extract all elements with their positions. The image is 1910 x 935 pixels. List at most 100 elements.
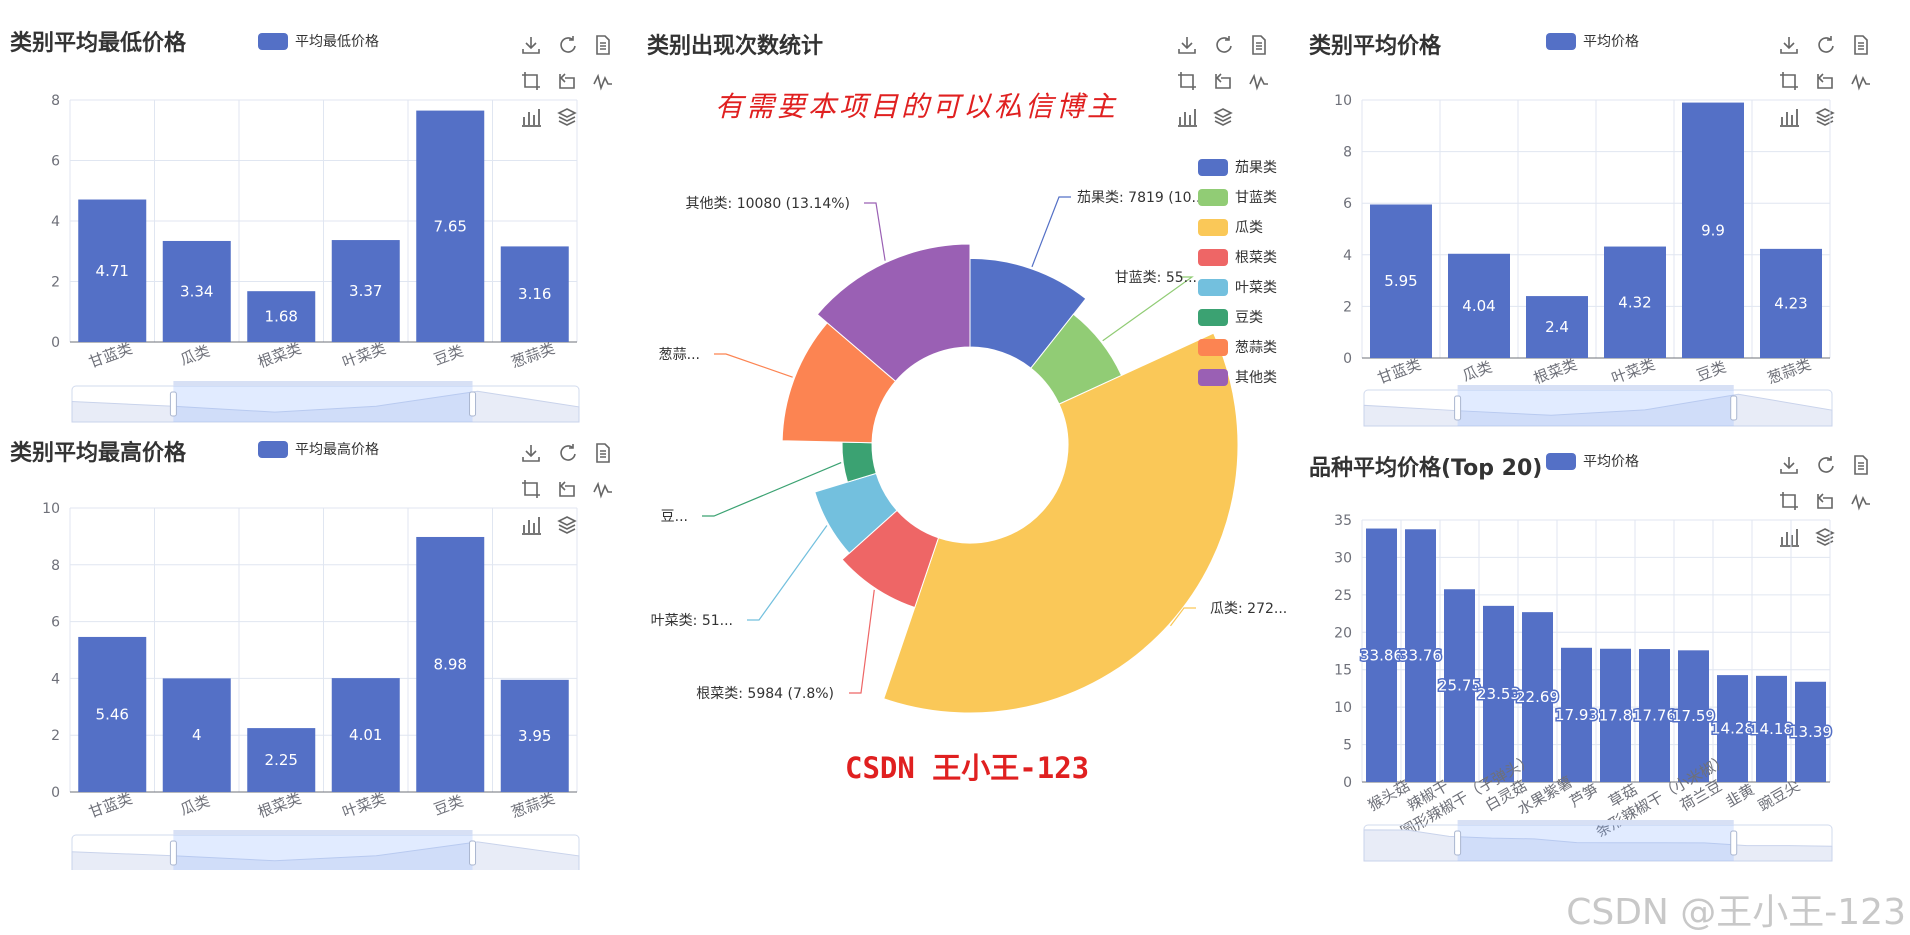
download-icon[interactable] bbox=[519, 33, 543, 57]
line-chart-icon[interactable] bbox=[1849, 69, 1873, 93]
datazoom-window[interactable] bbox=[173, 386, 473, 422]
stack-icon[interactable] bbox=[555, 513, 579, 537]
datazoom-handle[interactable] bbox=[1730, 395, 1738, 421]
zoom-reset-icon[interactable] bbox=[555, 477, 579, 501]
stack-icon[interactable] bbox=[555, 105, 579, 129]
bar[interactable] bbox=[1756, 675, 1787, 782]
bar[interactable] bbox=[1405, 529, 1436, 782]
bar[interactable] bbox=[162, 678, 231, 792]
data-zoom-icon[interactable] bbox=[519, 477, 543, 501]
bar[interactable] bbox=[331, 678, 400, 792]
bar[interactable] bbox=[162, 240, 231, 342]
zoom-reset-icon[interactable] bbox=[1813, 489, 1837, 513]
data-zoom-icon[interactable] bbox=[1777, 69, 1801, 93]
legend-item[interactable]: 甘蓝类 bbox=[1198, 182, 1277, 212]
bar[interactable] bbox=[1760, 248, 1822, 358]
pie-slice[interactable] bbox=[841, 509, 940, 609]
bar[interactable] bbox=[1717, 675, 1748, 782]
line-chart-icon[interactable] bbox=[591, 69, 615, 93]
datazoom-handle[interactable] bbox=[169, 391, 177, 417]
refresh-icon[interactable] bbox=[1813, 33, 1837, 57]
bar[interactable] bbox=[1370, 204, 1432, 358]
data-view-icon[interactable] bbox=[1849, 453, 1873, 477]
pie-slice[interactable] bbox=[969, 257, 1087, 369]
bar[interactable] bbox=[1526, 296, 1588, 358]
bar[interactable] bbox=[247, 728, 316, 792]
bar-chart-icon[interactable] bbox=[519, 513, 543, 537]
legend-item[interactable]: 瓜类 bbox=[1198, 212, 1277, 242]
bar-chart-icon[interactable] bbox=[1175, 105, 1199, 129]
legend-item[interactable]: 葱蒜类 bbox=[1198, 332, 1277, 362]
datazoom-handle[interactable] bbox=[1730, 830, 1738, 856]
bar[interactable] bbox=[1483, 605, 1514, 782]
bar[interactable] bbox=[1682, 102, 1744, 358]
download-icon[interactable] bbox=[1175, 33, 1199, 57]
datazoom-window[interactable] bbox=[1457, 390, 1734, 426]
pie-slice[interactable] bbox=[814, 472, 898, 554]
bar[interactable] bbox=[331, 240, 400, 342]
refresh-icon[interactable] bbox=[1211, 33, 1235, 57]
legend-item[interactable]: 其他类 bbox=[1198, 362, 1277, 392]
data-view-icon[interactable] bbox=[591, 441, 615, 465]
zoom-reset-icon[interactable] bbox=[1813, 69, 1837, 93]
line-chart-icon[interactable] bbox=[1247, 69, 1271, 93]
line-chart-icon[interactable] bbox=[591, 477, 615, 501]
legend-item[interactable]: 叶菜类 bbox=[1198, 272, 1277, 302]
bar[interactable] bbox=[500, 679, 569, 792]
datazoom-bar[interactable] bbox=[1457, 820, 1734, 825]
data-view-icon[interactable] bbox=[591, 33, 615, 57]
download-icon[interactable] bbox=[519, 441, 543, 465]
bar[interactable] bbox=[416, 536, 485, 792]
download-icon[interactable] bbox=[1777, 453, 1801, 477]
bar[interactable] bbox=[1600, 648, 1631, 782]
refresh-icon[interactable] bbox=[1813, 453, 1837, 477]
data-zoom-icon[interactable] bbox=[1175, 69, 1199, 93]
bar[interactable] bbox=[1795, 681, 1826, 782]
bar[interactable] bbox=[1448, 253, 1510, 358]
datazoom-bar[interactable] bbox=[1457, 385, 1734, 390]
legend-item[interactable]: 茄果类 bbox=[1198, 152, 1277, 182]
bar[interactable] bbox=[1366, 528, 1397, 782]
bar[interactable] bbox=[78, 199, 147, 342]
zoom-reset-icon[interactable] bbox=[555, 69, 579, 93]
bar[interactable] bbox=[500, 246, 569, 342]
datazoom-window[interactable] bbox=[173, 835, 473, 870]
legend-item[interactable]: 平均最低价格 bbox=[258, 31, 379, 51]
data-view-icon[interactable] bbox=[1247, 33, 1271, 57]
line-chart-icon[interactable] bbox=[1849, 489, 1873, 513]
bar[interactable] bbox=[416, 110, 485, 343]
datazoom-window[interactable] bbox=[1457, 825, 1734, 861]
download-icon[interactable] bbox=[1777, 33, 1801, 57]
bar[interactable] bbox=[1522, 612, 1553, 782]
bar[interactable] bbox=[78, 636, 147, 792]
legend-item[interactable]: 根菜类 bbox=[1198, 242, 1277, 272]
datazoom-bar[interactable] bbox=[173, 381, 473, 386]
bar-chart-icon[interactable] bbox=[519, 105, 543, 129]
datazoom-handle[interactable] bbox=[469, 391, 477, 417]
bar[interactable] bbox=[247, 291, 316, 342]
datazoom-handle[interactable] bbox=[1454, 395, 1462, 421]
bar[interactable] bbox=[1678, 650, 1709, 782]
pie-slice[interactable] bbox=[883, 332, 1239, 714]
datazoom-bar[interactable] bbox=[173, 830, 473, 835]
data-view-icon[interactable] bbox=[1849, 33, 1873, 57]
data-zoom-icon[interactable] bbox=[519, 69, 543, 93]
bar[interactable] bbox=[1561, 647, 1592, 782]
bar[interactable] bbox=[1604, 246, 1666, 358]
bar-chart-icon[interactable] bbox=[1777, 525, 1801, 549]
bar[interactable] bbox=[1639, 649, 1670, 782]
datazoom-handle[interactable] bbox=[1454, 830, 1462, 856]
legend-item[interactable]: 豆类 bbox=[1198, 302, 1277, 332]
legend-item[interactable]: 平均价格 bbox=[1546, 31, 1639, 51]
zoom-reset-icon[interactable] bbox=[1211, 69, 1235, 93]
bar-chart-icon[interactable] bbox=[1777, 105, 1801, 129]
stack-icon[interactable] bbox=[1211, 105, 1235, 129]
legend-item[interactable]: 平均价格 bbox=[1546, 451, 1639, 471]
pie-slice[interactable] bbox=[781, 322, 897, 444]
data-zoom-icon[interactable] bbox=[1777, 489, 1801, 513]
pie-slice[interactable] bbox=[816, 243, 971, 382]
datazoom-handle[interactable] bbox=[469, 840, 477, 866]
legend-item[interactable]: 平均最高价格 bbox=[258, 439, 379, 459]
bar[interactable] bbox=[1444, 589, 1475, 782]
datazoom-handle[interactable] bbox=[169, 840, 177, 866]
